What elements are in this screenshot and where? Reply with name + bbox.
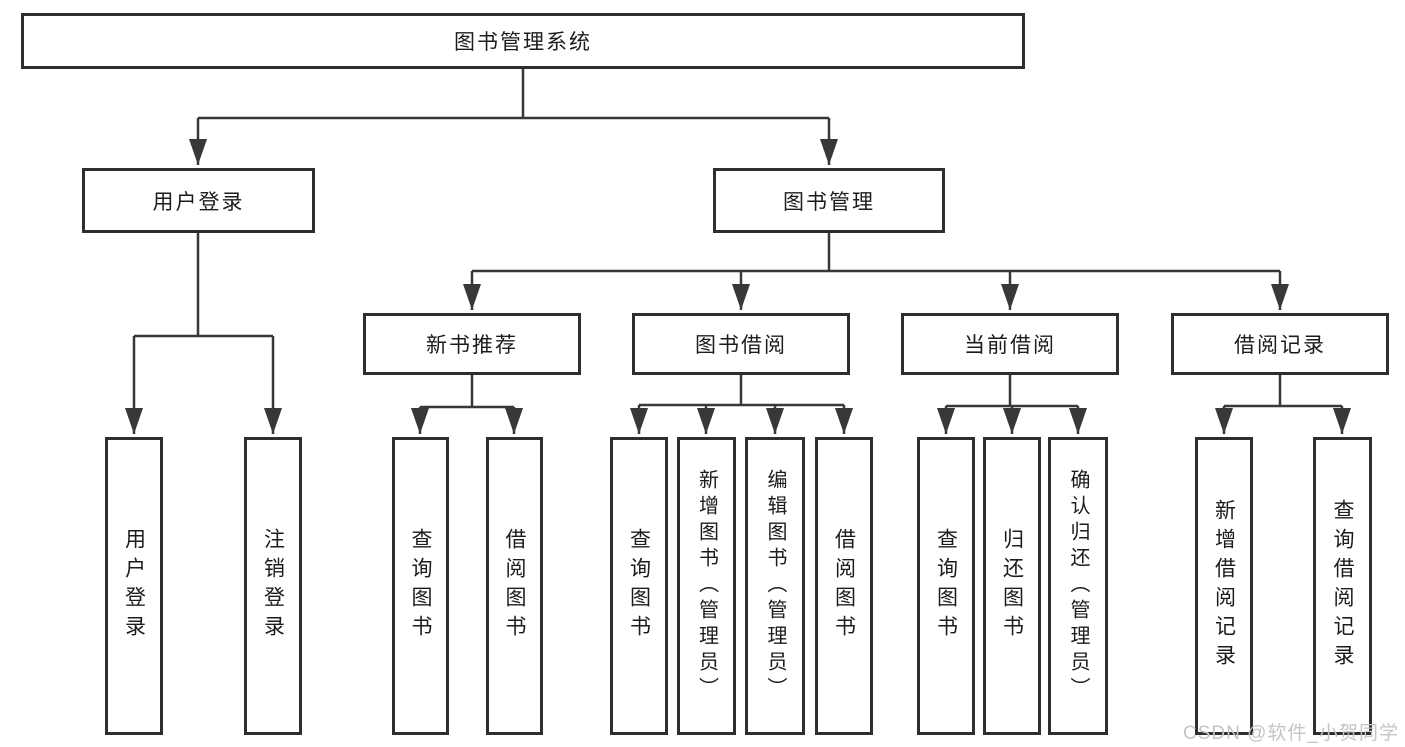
node-label: 图书借阅 bbox=[695, 334, 787, 357]
node-label: 借阅记录 bbox=[1234, 334, 1326, 357]
node-label: 图书管理 bbox=[783, 190, 875, 214]
node-current-borrowing: 当前借阅 bbox=[901, 313, 1119, 375]
node-label: 新增图书（管理员） bbox=[695, 469, 718, 703]
node-recommend-query-books: 查询图书 bbox=[392, 437, 449, 735]
node-label: 借阅图书 bbox=[503, 528, 526, 644]
node-book-borrowing: 图书借阅 bbox=[632, 313, 850, 375]
node-logout: 注销登录 bbox=[244, 437, 302, 735]
node-recommend-borrow-books: 借阅图书 bbox=[486, 437, 543, 735]
node-borrowing-query-books: 查询图书 bbox=[610, 437, 668, 735]
node-label: 查询借阅记录 bbox=[1331, 499, 1354, 673]
node-label: 新书推荐 bbox=[426, 334, 518, 357]
node-records-query-record: 查询借阅记录 bbox=[1313, 437, 1372, 735]
node-book-management: 图书管理 bbox=[713, 168, 945, 233]
node-records-add-record: 新增借阅记录 bbox=[1195, 437, 1253, 735]
node-root-label: 图书管理系统 bbox=[454, 31, 592, 54]
node-label: 查询图书 bbox=[627, 528, 651, 644]
node-borrowing-borrow-books: 借阅图书 bbox=[815, 437, 873, 735]
node-label: 借阅图书 bbox=[832, 528, 856, 644]
node-label: 当前借阅 bbox=[964, 334, 1056, 357]
node-label: 注销登录 bbox=[261, 528, 285, 644]
node-label: 确认归还（管理员） bbox=[1067, 469, 1089, 703]
node-borrowing-edit-books-admin: 编辑图书（管理员） bbox=[745, 437, 805, 735]
node-label: 查询图书 bbox=[934, 528, 958, 644]
node-label: 查询图书 bbox=[409, 528, 432, 644]
node-borrowing-add-books-admin: 新增图书（管理员） bbox=[677, 437, 736, 735]
node-label: 用户登录 bbox=[152, 190, 245, 214]
node-label: 编辑图书（管理员） bbox=[764, 469, 786, 703]
node-current-return-books: 归还图书 bbox=[983, 437, 1041, 735]
node-new-book-recommend: 新书推荐 bbox=[363, 313, 581, 375]
node-current-query-books: 查询图书 bbox=[917, 437, 975, 735]
node-label: 归还图书 bbox=[1000, 528, 1024, 644]
node-root-system: 图书管理系统 bbox=[21, 13, 1025, 69]
node-current-confirm-return-admin: 确认归还（管理员） bbox=[1048, 437, 1108, 735]
node-borrow-records: 借阅记录 bbox=[1171, 313, 1389, 375]
node-user-login: 用户登录 bbox=[105, 437, 163, 735]
node-label: 新增借阅记录 bbox=[1212, 499, 1236, 673]
node-user-login-group: 用户登录 bbox=[82, 168, 315, 233]
watermark-text: CSDN @软件_小贺同学 bbox=[1183, 723, 1399, 744]
node-label: 用户登录 bbox=[122, 528, 146, 644]
